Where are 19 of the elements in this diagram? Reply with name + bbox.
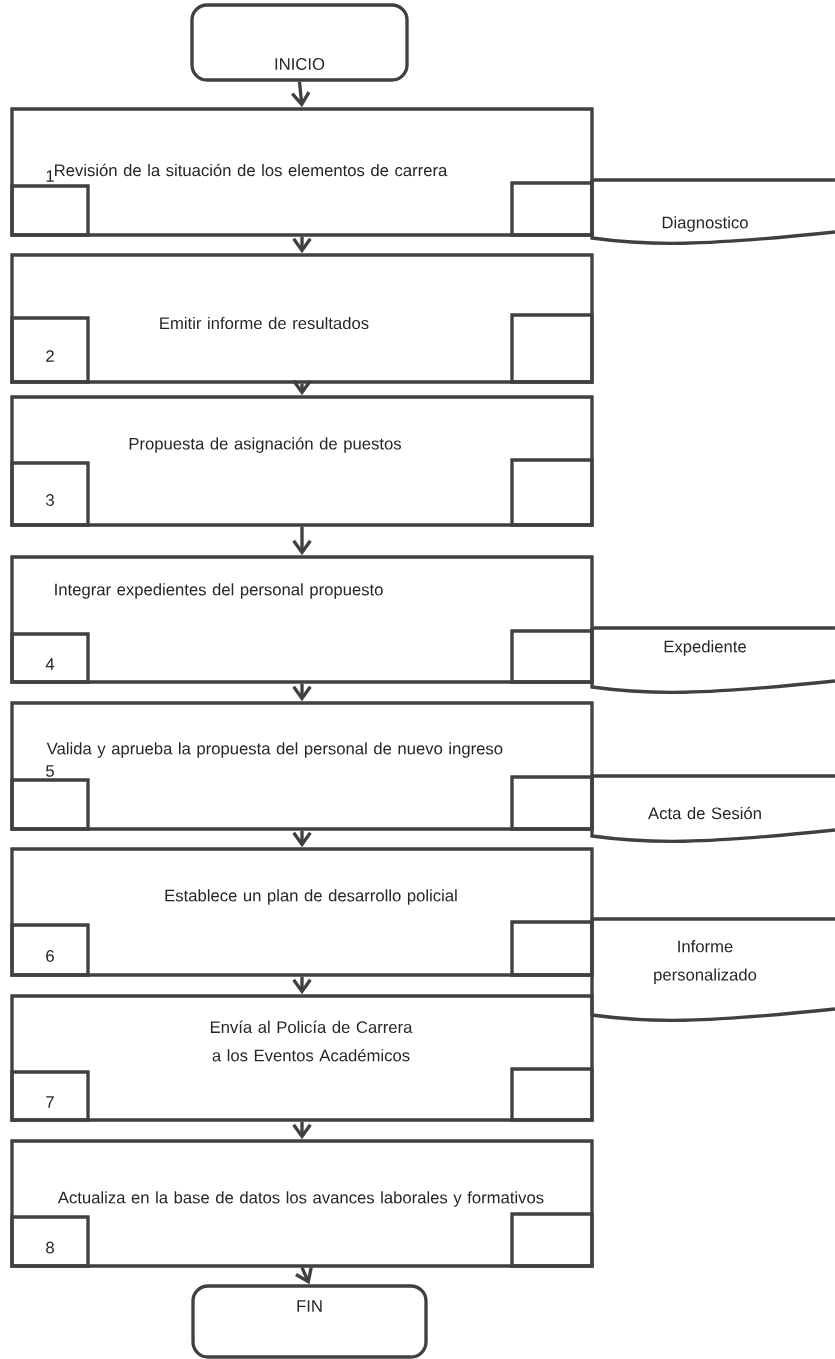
number-box: 8 xyxy=(10,1215,90,1268)
empty-box xyxy=(510,458,594,527)
arrow xyxy=(295,1267,313,1285)
arrow xyxy=(291,81,311,108)
terminal-box: FIN xyxy=(191,1284,428,1359)
number-box: 3 xyxy=(10,461,90,527)
empty-box xyxy=(510,1067,594,1122)
number-box: 4 xyxy=(10,632,90,684)
number-box: 2 xyxy=(10,316,90,384)
number-box: 6 xyxy=(10,923,90,977)
node-label: 5 xyxy=(46,765,54,777)
number-box: 7 xyxy=(10,1070,90,1122)
number-box: 5 xyxy=(10,765,90,831)
arrow xyxy=(292,526,312,556)
empty-box xyxy=(510,775,594,831)
empty-box xyxy=(510,313,594,384)
node-label: 1 xyxy=(46,170,54,182)
terminal-box: INICIO xyxy=(190,3,409,82)
empty-box xyxy=(510,1212,594,1268)
